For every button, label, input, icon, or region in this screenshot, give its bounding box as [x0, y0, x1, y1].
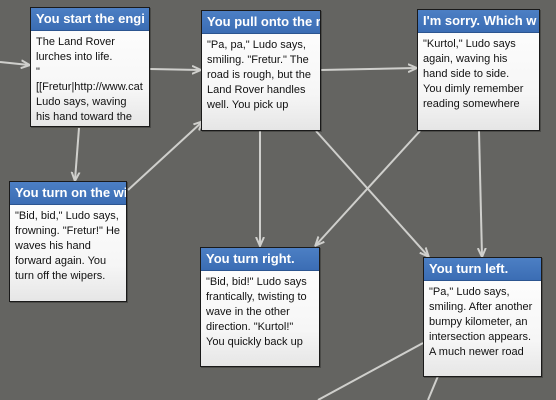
link-start-to-wipers [75, 127, 79, 180]
passage-excerpt: "Pa, pa," Ludo says, smiling. "Fretur." … [207, 39, 311, 111]
passage-card-left[interactable]: You turn left. "Pa," Ludo says, smiling.… [423, 257, 542, 377]
link-pull-to-sorry [319, 68, 416, 70]
passage-card-sorry[interactable]: I'm sorry. Which w "Kurtol," Ludo says a… [417, 9, 540, 131]
passage-excerpt: "Bid, bid!" Ludo says frantically, twist… [206, 276, 307, 348]
link-pull-to-left [315, 130, 428, 256]
link-offscreen-to-start [0, 62, 29, 65]
passage-excerpt: The Land Rover lurches into life. "[[Fre… [36, 36, 143, 123]
passage-card-wipers[interactable]: You turn on the wi "Bid, bid," Ludo says… [9, 181, 127, 302]
passage-title: You turn right. [201, 248, 319, 271]
passage-title: You turn on the wi [10, 182, 126, 205]
passage-excerpt: "Bid, bid," Ludo says, frowning. "Fretur… [15, 210, 121, 282]
link-start-to-pull [149, 69, 200, 70]
passage-title: You start the engi [31, 8, 149, 31]
passage-card-start[interactable]: You start the engi The Land Rover lurche… [30, 7, 150, 127]
passage-excerpt: "Kurtol," Ludo says again, waving his ha… [423, 38, 524, 110]
passage-title: You pull onto the r [202, 11, 320, 34]
link-sorry-to-left [479, 130, 482, 256]
passage-title: You turn left. [424, 258, 541, 281]
passage-card-pull[interactable]: You pull onto the r "Pa, pa," Ludo says,… [201, 10, 321, 131]
passage-card-right[interactable]: You turn right. "Bid, bid!" Ludo says fr… [200, 247, 320, 367]
link-left-offscreen-2 [427, 375, 439, 400]
passage-title: I'm sorry. Which w [418, 10, 539, 33]
link-left-offscreen-1 [317, 342, 424, 400]
passage-excerpt: "Pa," Ludo says, smiling. After another … [429, 286, 533, 358]
link-sorry-to-right [316, 130, 421, 245]
link-wipers-to-pull [127, 122, 202, 191]
